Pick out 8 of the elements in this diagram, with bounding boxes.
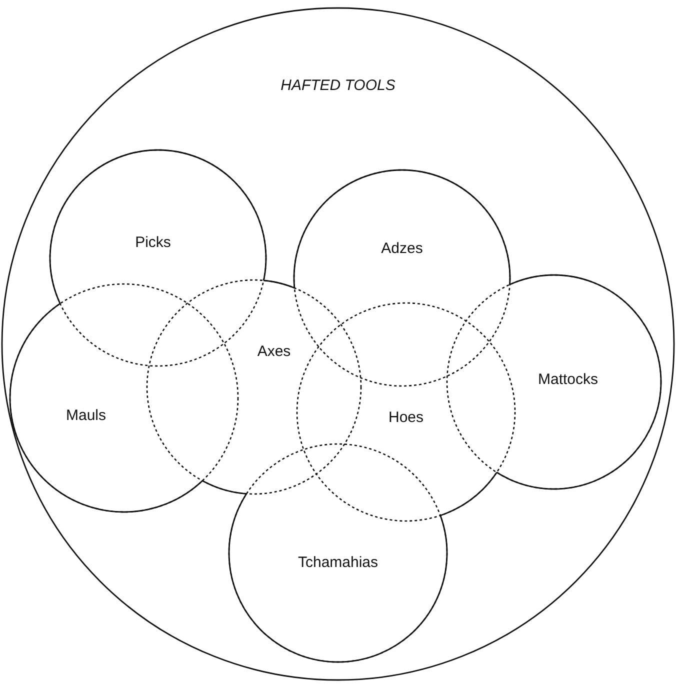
circle-label: Mauls — [66, 407, 106, 425]
circle-label: Axes — [257, 343, 291, 361]
circle-label: Mattocks — [538, 371, 598, 389]
circle-label: Adzes — [381, 240, 423, 258]
group-heading: HAFTED TOOLS — [280, 77, 396, 95]
circle-label: Tchamahias — [298, 554, 378, 572]
circle-label: Picks — [135, 234, 171, 252]
circle-label: Hoes — [388, 409, 424, 427]
